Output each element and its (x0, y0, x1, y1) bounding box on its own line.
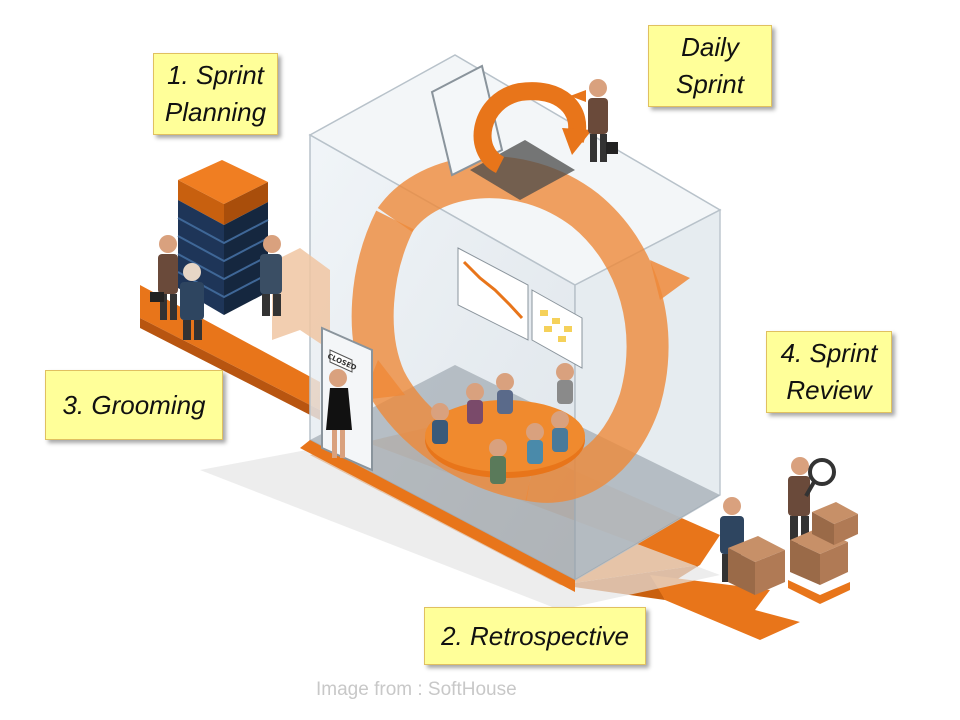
grooming-label-text: 3. Grooming (62, 389, 206, 420)
daily-sprint-label: Daily Sprint (648, 25, 772, 107)
sprint-review-label-line1: 4. Sprint (780, 338, 878, 368)
sprint-planning-label: 1. Sprint Planning (153, 53, 278, 135)
daily-cycle-arrow (473, 82, 592, 174)
burndown-chart-board (457, 247, 529, 341)
retrospective-label: 2. Retrospective (424, 607, 646, 665)
retrospective-label-text: 2. Retrospective (441, 620, 629, 651)
sprint-review-label-line2: Review (786, 375, 872, 405)
sprint-planning-label-line1: 1. Sprint (167, 60, 264, 90)
sprint-planning-label-line2: Planning (164, 97, 267, 127)
deliverable-boxes (728, 502, 858, 604)
grooming-label: 3. Grooming (45, 370, 223, 440)
image-credit: Image from : SoftHouse (316, 679, 517, 700)
daily-standup-person (570, 79, 618, 162)
scrum-master-figure (326, 369, 352, 458)
planning-team-people (150, 235, 282, 340)
team-meeting-table (425, 363, 585, 484)
sprint-review-label: 4. Sprint Review (766, 331, 892, 413)
planning-door-panel (272, 248, 330, 350)
daily-sprint-label-line2: Sprint (676, 69, 744, 99)
daily-sprint-label-line1: Daily (681, 32, 739, 62)
task-board (531, 289, 583, 369)
product-backlog-stack (177, 160, 269, 315)
